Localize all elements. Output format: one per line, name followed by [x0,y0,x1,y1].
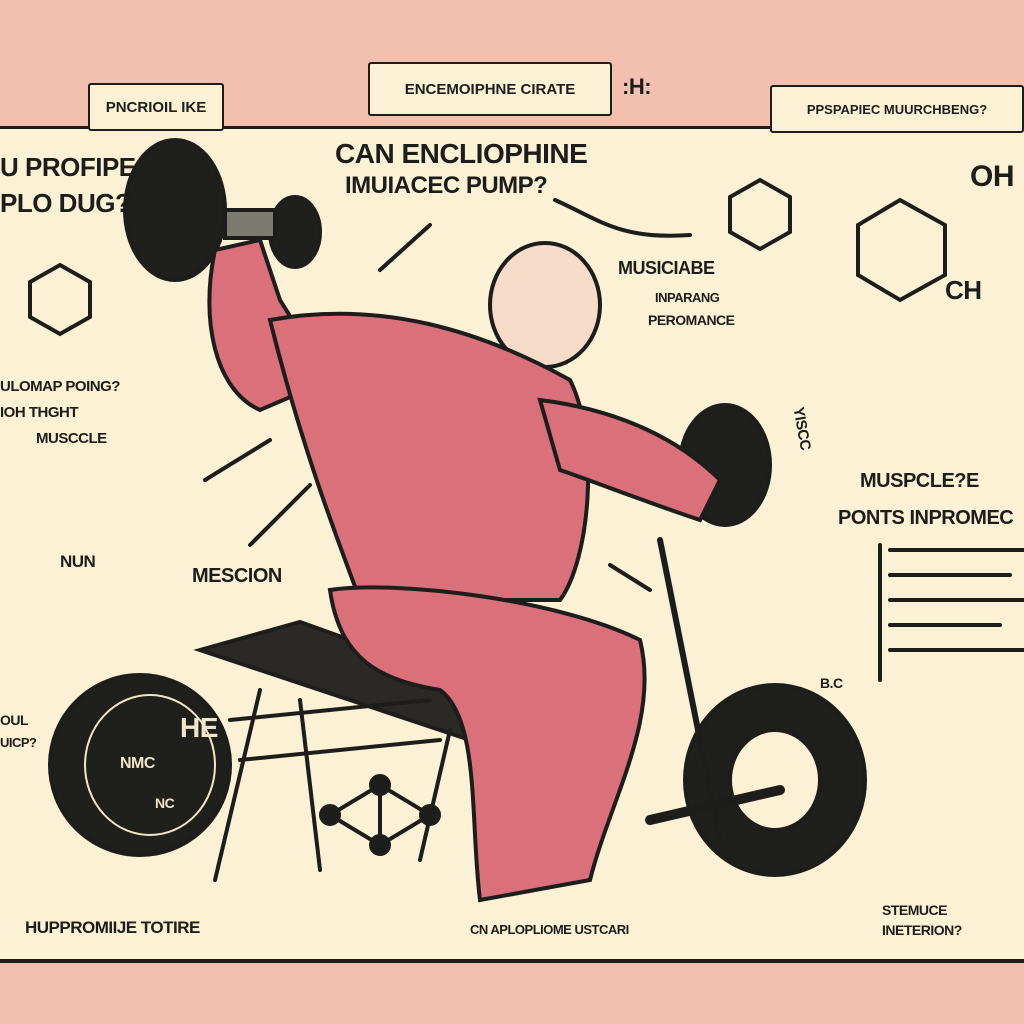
bench-frame [213,688,452,882]
ch-label: CH [945,275,982,305]
mescion-label: MESCION [192,565,282,587]
bottom-right-line1: STEMUCE [882,902,947,918]
left-question-line1: U PROFIPE [0,152,136,182]
left-question-line2: PLO DUG? [0,188,131,218]
bottom-center-label: CN APLOPLIOME USTCARI [470,922,629,937]
chart-lines [878,543,1024,682]
barbell-bar [657,537,723,843]
uicp-label: UICP? [0,735,37,750]
label-box-left: PNCRIOIL IKE [88,83,224,131]
molecule-hexagon [856,197,947,303]
center-suffix: :H: [622,74,652,99]
left-weight-plate [48,673,232,857]
bottom-left-label: HUPPROMIIJE TOTIRE [25,918,200,937]
connector-line [553,198,692,238]
nmc-plate-label: NMC [120,755,155,772]
left-mid-line1: ULOMAP POING? [0,378,120,395]
left-mid-line3: MUSCCLE [36,430,107,447]
oul-label: OUL [0,712,29,728]
torso [267,311,591,602]
nun-label: NUN [60,552,96,571]
label-box-right: PPSPAPIEC MUURCHBENG? [770,85,1024,133]
arrow [203,223,652,592]
upper-dumbbell-plate [123,138,227,282]
label-box-center: ENCEMOIPHNE CIRATE [368,62,612,116]
molecule-hexagon [728,177,792,252]
nc-plate-label: NC [155,795,175,811]
extended-arm [537,397,723,523]
legs [327,585,647,903]
muspcle-label: MUSPCLE?E [860,470,979,492]
inparang-label: INPARANG [655,290,720,305]
he-plate-label: HE [180,712,218,743]
bottom-right-line2: INETERION? [882,922,962,938]
main-question-line2: IMUIACEC PUMP? [345,172,548,199]
main-question-line1: CAN ENCLIOPHINE [335,138,588,169]
peromance-label: PEROMANCE [648,312,735,328]
musiciabe-label: MUSICIABE [618,258,715,278]
ponts-label: PONTS INPROMEC [838,507,1014,529]
molecule-hexagon [28,262,92,337]
left-mid-line2: IOH THGHT [0,404,79,421]
oh-label: OH [970,160,1015,193]
bc-label: B.C [820,675,843,691]
